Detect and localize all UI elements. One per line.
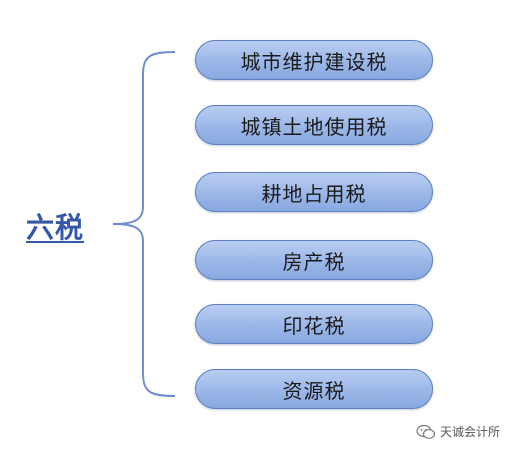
tax-node-label: 城市维护建设税: [240, 49, 388, 74]
tax-node-resource: 资源税: [195, 369, 433, 409]
tax-node-stamp: 印花税: [195, 304, 433, 344]
tax-node-label: 耕地占用税: [261, 181, 367, 206]
tax-node-label: 房产税: [282, 249, 346, 274]
tax-node-label: 资源税: [282, 378, 346, 403]
chat-bubble-icon: [416, 424, 436, 440]
root-node-label: 六税: [26, 211, 85, 244]
tax-node-label: 城镇土地使用税: [240, 114, 388, 139]
tax-node-farmland-occupation: 耕地占用税: [195, 172, 433, 212]
tax-node-urban-land-use: 城镇土地使用税: [195, 105, 433, 145]
watermark-text: 天诚会计所: [439, 425, 500, 439]
tax-node-label: 印花税: [282, 313, 346, 338]
watermark: 天诚会计所: [416, 423, 500, 440]
tax-node-property: 房产税: [195, 240, 433, 280]
tax-node-urban-maintenance: 城市维护建设税: [195, 40, 433, 80]
